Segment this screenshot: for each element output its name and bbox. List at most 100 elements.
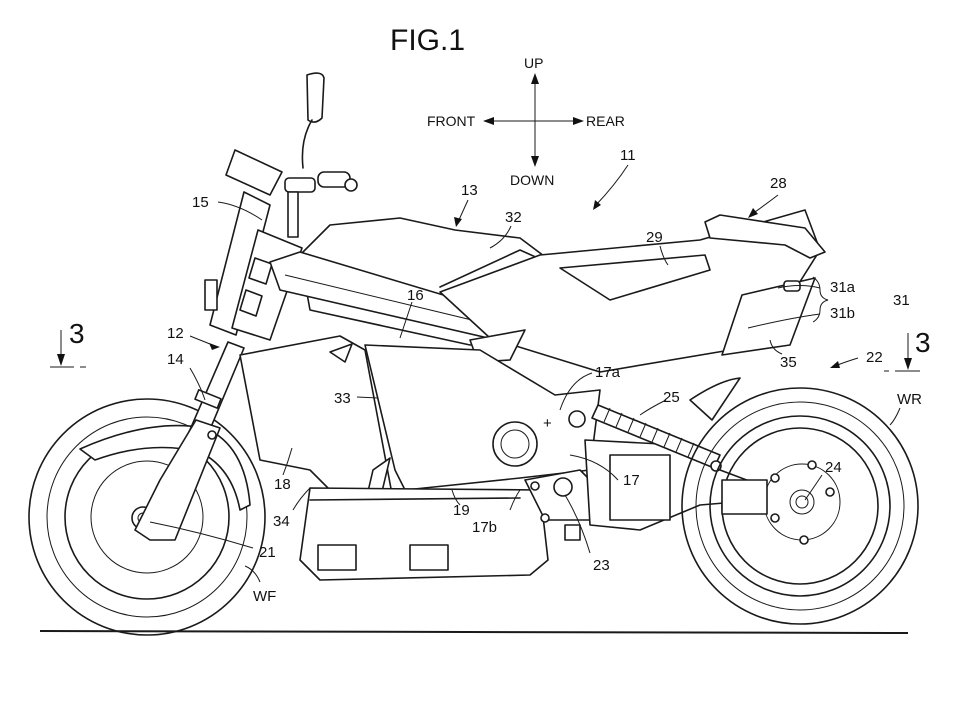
cowl-vent-lower: [239, 289, 263, 317]
headlight-side: [204, 279, 218, 311]
leader-35: [769, 339, 783, 355]
section-marker-right: 3: [884, 327, 931, 372]
label-23: 23: [593, 557, 610, 574]
bar-end: [344, 178, 358, 192]
side-panel-vent-top: [329, 343, 353, 363]
leader-18: [282, 447, 293, 476]
rear-hub-ring: [789, 489, 815, 515]
front-fork: [134, 341, 245, 541]
front-arrowhead-icon: [483, 117, 494, 125]
brace-31: [812, 276, 829, 323]
label-WR: WR: [897, 391, 922, 408]
leader-14: [189, 367, 206, 401]
final-drive-housing: [721, 479, 768, 515]
leader-24: [804, 474, 823, 501]
meter-housing: [225, 149, 283, 196]
leader-17a: [559, 372, 593, 411]
label-25: 25: [663, 389, 680, 406]
label-16: 16: [407, 287, 424, 304]
label-13: 13: [461, 182, 478, 199]
rear-arrowhead-icon: [573, 117, 584, 125]
leader-17b: [509, 489, 521, 511]
label-12: 12: [167, 325, 184, 342]
body-covers: [269, 209, 826, 373]
label-21: 21: [259, 544, 276, 561]
up-arrowhead-icon: [531, 73, 539, 84]
rear-wheel: [681, 387, 919, 625]
battery-vent-left: [317, 544, 357, 571]
reference-labels: 11 13 32 28 29 15 12 14 16 33 17a 25 17 …: [167, 147, 922, 605]
leader-WR: [889, 407, 901, 426]
label-24: 24: [825, 459, 842, 476]
front-tire-inner: [46, 416, 248, 618]
label-33: 33: [334, 390, 351, 407]
handlebar-assembly: [284, 72, 358, 238]
label-22: 22: [866, 349, 883, 366]
label-14: 14: [167, 351, 184, 368]
pivot-bolt-a: [530, 481, 540, 491]
frame-center: [364, 344, 601, 491]
label-28: 28: [770, 175, 787, 192]
leader-31b: [747, 313, 821, 329]
label-29: 29: [646, 229, 663, 246]
leader-31a: [777, 285, 821, 289]
headlight-cowl: [209, 191, 271, 336]
leader-13: [457, 199, 469, 223]
label-19: 19: [453, 502, 470, 519]
leader-28: [751, 194, 779, 215]
rear-tire-inner: [695, 401, 905, 611]
leader-25: [639, 399, 667, 416]
hub-bolt-1: [807, 460, 817, 470]
leader-16: [399, 301, 413, 339]
section-arrowhead-right-icon: [904, 358, 912, 370]
leader-34: [292, 487, 311, 511]
leader-13-arrowhead-icon: [454, 217, 462, 227]
label-18: 18: [274, 476, 291, 493]
pivot-boss-inner: [500, 429, 530, 459]
fork-clamp: [194, 389, 222, 409]
leader-22-arrowhead-icon: [830, 361, 840, 368]
section-arrowhead-left-icon: [57, 354, 65, 366]
down-arrowhead-icon: [531, 156, 539, 167]
leader-15: [217, 201, 263, 221]
direction-up-label: UP: [524, 55, 543, 71]
leader-28-arrowhead-icon: [748, 208, 758, 218]
label-34: 34: [273, 513, 290, 530]
leader-WF: [244, 565, 261, 583]
label-17a: 17a: [595, 364, 621, 381]
direction-front-label: FRONT: [427, 113, 476, 129]
pivot-shaft: [553, 477, 573, 497]
fork-bolt: [207, 430, 217, 440]
direction-indicator: UP DOWN FRONT REAR: [427, 55, 625, 188]
front-disc: [90, 460, 204, 574]
rear-rim: [709, 415, 891, 597]
battery-vent-right: [409, 544, 449, 571]
label-31a: 31a: [830, 279, 856, 296]
label-17b: 17b: [472, 519, 497, 536]
rear-axle-ring: [795, 495, 809, 509]
leader-33: [356, 396, 379, 399]
leader-lines: [149, 164, 901, 583]
rear-hugger: [689, 377, 741, 421]
seat: [559, 254, 711, 301]
rear-shock: [591, 404, 722, 472]
mirror: [306, 72, 325, 123]
ground-line: [39, 630, 909, 634]
lower-frame-rail: [309, 497, 521, 501]
rear-tire-outer: [681, 387, 919, 625]
tail-cowl: [704, 214, 826, 259]
section-label-right: 3: [915, 327, 931, 358]
front-tire-outer: [28, 398, 266, 636]
leader-32: [489, 225, 512, 249]
label-31: 31: [893, 292, 910, 309]
steering-stem: [287, 191, 299, 238]
leader-11: [595, 164, 629, 206]
pivot-upper-hole: [568, 410, 586, 428]
label-17: 17: [623, 472, 640, 489]
hub-bolt-5: [770, 473, 780, 483]
leader-23: [564, 494, 591, 554]
motor-case: [609, 454, 671, 521]
pivot-plus-mark: +: [543, 415, 552, 432]
direction-rear-label: REAR: [586, 113, 625, 129]
